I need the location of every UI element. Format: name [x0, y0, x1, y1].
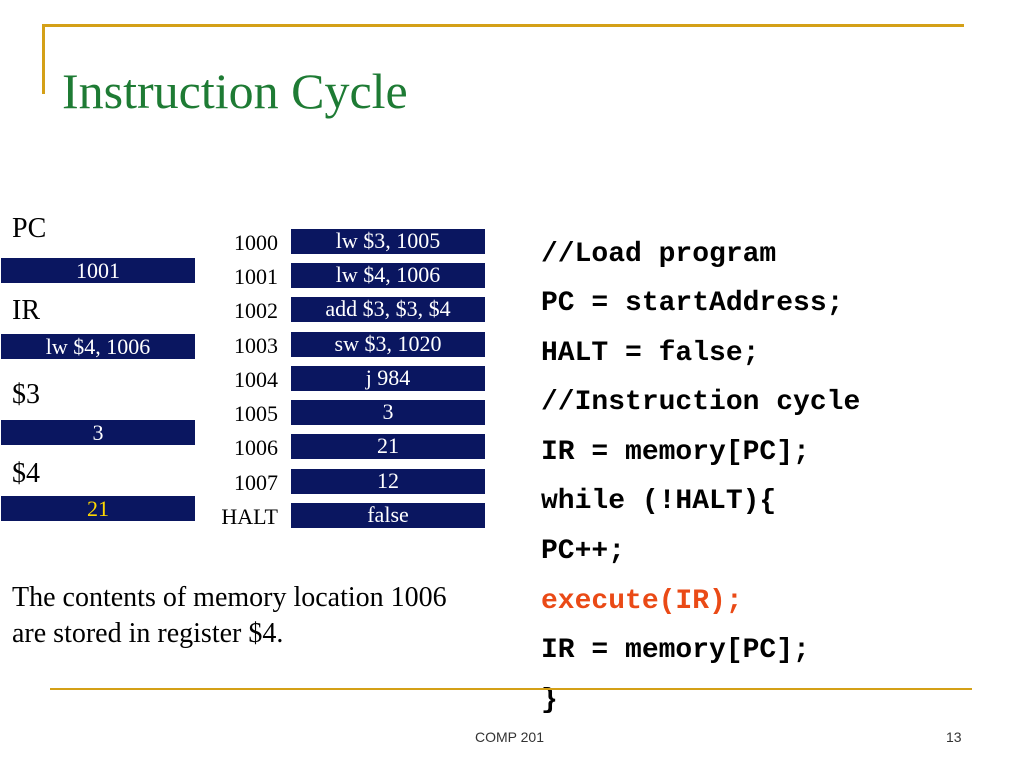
memory-cell: j 984 — [291, 366, 485, 391]
memory-cell: sw $3, 1020 — [291, 332, 485, 357]
memory-cell: lw $4, 1006 — [291, 263, 485, 288]
code-line-highlighted: execute(IR); — [541, 586, 743, 617]
memory-address: HALT — [221, 504, 278, 529]
memory-address: 1004 — [234, 367, 278, 392]
register-value-ir: lw $4, 1006 — [1, 334, 195, 359]
slide-title: Instruction Cycle — [62, 63, 408, 119]
code-line: IR = memory[PC]; — [541, 635, 810, 666]
caption-text: The contents of memory location 1006 are… — [12, 582, 447, 649]
memory-cell: lw $3, 1005 — [291, 229, 485, 254]
frame-top-line — [42, 24, 964, 27]
memory-address: 1002 — [234, 298, 278, 323]
memory-address: 1007 — [234, 470, 278, 495]
register-label-4: $4 — [12, 458, 40, 489]
memory-address: 1001 — [234, 264, 278, 289]
memory-address: 1000 — [234, 230, 278, 255]
memory-cell: 3 — [291, 400, 485, 425]
memory-cell: 12 — [291, 469, 485, 494]
footer-course: COMP 201 — [475, 729, 544, 745]
code-line: } — [541, 685, 558, 716]
code-line: IR = memory[PC]; — [541, 437, 810, 468]
code-line: while (!HALT){ — [541, 486, 777, 517]
register-label-pc: PC — [12, 213, 47, 244]
code-line: //Instruction cycle — [541, 387, 861, 418]
code-line: PC = startAddress; — [541, 288, 844, 319]
page-number: 13 — [946, 729, 962, 745]
register-label-ir: IR — [12, 295, 40, 326]
register-value-4: 21 — [1, 496, 195, 521]
memory-cell: add $3, $3, $4 — [291, 297, 485, 322]
register-value-3: 3 — [1, 420, 195, 445]
frame-left-line — [42, 24, 45, 94]
register-value-pc: 1001 — [1, 258, 195, 283]
footer-divider — [50, 688, 972, 690]
memory-address: 1006 — [234, 435, 278, 460]
memory-cell: 21 — [291, 434, 485, 459]
code-line: //Load program — [541, 239, 777, 270]
memory-cell: false — [291, 503, 485, 528]
register-label-3: $3 — [12, 379, 40, 410]
memory-address: 1005 — [234, 401, 278, 426]
code-line: PC++; — [541, 536, 626, 567]
memory-address: 1003 — [234, 333, 278, 358]
code-line: HALT = false; — [541, 338, 760, 369]
